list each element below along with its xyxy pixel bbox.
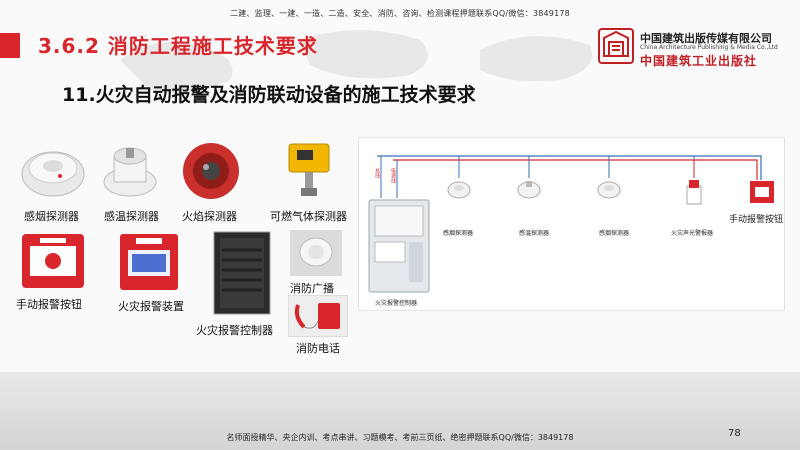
diagram-label-controller: 火灾报警控制器 xyxy=(375,300,418,307)
diagram-label-smoke-1: 感烟探测器 xyxy=(443,230,474,237)
subsection-title: 11.火灾自动报警及消防联动设备的施工技术要求 xyxy=(62,84,476,106)
diagram-controller-icon xyxy=(368,199,430,293)
footer-contact-note: 名师面授精华、央企内训、考点串讲、习题模考、考前三页纸、绝密押题联系QQ/微信：… xyxy=(226,433,574,442)
label-fire-alarm-controller: 火灾报警控制器 xyxy=(196,324,273,337)
smoke-detector-image xyxy=(21,151,85,197)
title-accent-bar xyxy=(0,33,20,58)
alarm-device-image xyxy=(120,234,178,290)
wire-label-bus: 总线 xyxy=(374,168,380,178)
wiring-diagram: 总线 电源线 火灾报警控制器 感烟探测器 感温探测器 感烟探测器 火灾声光警报器… xyxy=(358,137,785,311)
fire-phone-image xyxy=(288,295,348,337)
page-number: 78 xyxy=(728,428,741,439)
publisher-name-calligraphy: 中国建筑工业出版社 xyxy=(640,54,758,68)
diagram-smoke-detector-2-icon xyxy=(597,181,621,199)
section-title: 3.6.2 消防工程施工技术要求 xyxy=(38,34,318,58)
world-map-background xyxy=(120,30,592,94)
diagram-heat-detector-icon xyxy=(517,181,541,199)
publisher-logo-icon xyxy=(598,28,634,64)
diagram-label-heat: 感温探测器 xyxy=(519,230,550,237)
diagram-manual-button-icon xyxy=(750,181,774,203)
diagram-label-manual: 手动报警按钮 xyxy=(729,215,784,225)
gas-detector-image xyxy=(288,143,330,196)
fire-alarm-controller-image xyxy=(213,231,271,315)
diagram-smoke-detector-icon xyxy=(447,181,471,199)
label-manual-button: 手动报警按钮 xyxy=(16,298,82,311)
diagram-label-sounder: 火灾声光警报器 xyxy=(671,230,714,237)
header-contact-note: 二建、监理、一建、一造、二造、安全、消防、咨询、检测课程押题联系QQ/微信：38… xyxy=(230,9,570,18)
publisher-name-cn: 中国建筑出版传媒有限公司 xyxy=(640,32,772,45)
label-flame-detector: 火焰探测器 xyxy=(182,210,237,223)
manual-button-image xyxy=(22,234,84,288)
label-gas-detector: 可燃气体探测器 xyxy=(270,210,347,223)
label-alarm-device: 火灾报警装置 xyxy=(118,300,184,313)
label-smoke-detector: 感烟探测器 xyxy=(24,210,79,223)
heat-detector-image xyxy=(103,147,157,197)
publisher-name-en: China Architecture Publishing & Media Co… xyxy=(640,44,778,51)
wiring-lines xyxy=(377,155,762,198)
diagram-sounder-icon xyxy=(686,180,702,205)
diagram-label-smoke-2: 感烟探测器 xyxy=(599,230,630,237)
floor-background xyxy=(0,372,800,450)
wire-label-power: 电源线 xyxy=(390,168,396,183)
flame-detector-image xyxy=(183,143,239,199)
fire-broadcast-speaker-image xyxy=(290,230,342,276)
label-fire-phone: 消防电话 xyxy=(296,342,340,355)
label-heat-detector: 感温探测器 xyxy=(104,210,159,223)
label-fire-broadcast: 消防广播 xyxy=(290,282,334,295)
